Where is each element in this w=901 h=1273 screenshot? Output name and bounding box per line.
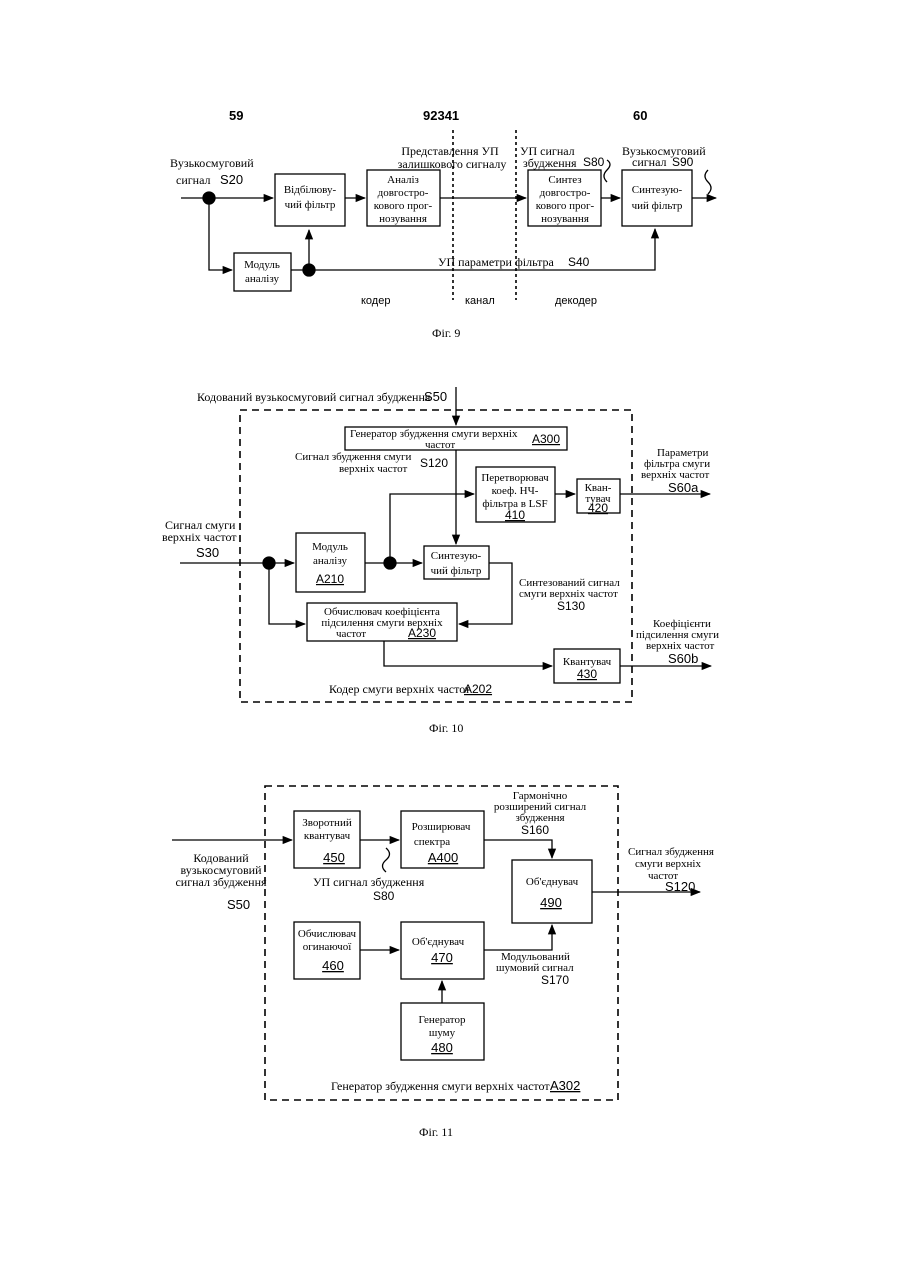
svg-text:Синтезую-чий фільтр: Синтезую-чий фільтр bbox=[632, 184, 683, 212]
svg-text:Модульаналізу: Модульаналізу bbox=[312, 541, 348, 567]
svg-text:декодер: декодер bbox=[555, 295, 597, 307]
svg-text:S160: S160 bbox=[521, 823, 549, 837]
svg-text:A302: A302 bbox=[550, 1078, 580, 1093]
svg-text:410: 410 bbox=[505, 508, 525, 522]
svg-text:A400: A400 bbox=[428, 850, 458, 865]
figure-10-labels: Кодований вузькосмуговий сигнал збудженн… bbox=[162, 389, 719, 735]
svg-text:Генератор збудження смуги верх: Генератор збудження смуги верхніхчастот bbox=[350, 428, 518, 451]
fig10-caption: Фіг. 10 bbox=[429, 721, 463, 735]
svg-text:S60b: S60b bbox=[668, 651, 698, 666]
svg-text:Об'єднувач: Об'єднувач bbox=[526, 876, 579, 888]
svg-text:УП параметри фільтра: УП параметри фільтра bbox=[438, 255, 554, 269]
svg-text:Модульаналізу: Модульаналізу bbox=[244, 259, 280, 285]
svg-text:S50: S50 bbox=[227, 897, 250, 912]
svg-text:Кодований вузькосмуговий сигна: Кодований вузькосмуговий сигнал збудженн… bbox=[197, 390, 431, 404]
svg-text:Перетворювачкоеф. НЧ-фільтра в: Перетворювачкоеф. НЧ-фільтра в LSF bbox=[481, 472, 549, 510]
svg-text:Параметрифільтра смугиверхніх: Параметрифільтра смугиверхніх частот bbox=[641, 447, 710, 481]
svg-text:S50: S50 bbox=[424, 389, 447, 404]
svg-text:Генераторшуму: Генераторшуму bbox=[419, 1014, 466, 1039]
input-to-analysis bbox=[209, 198, 232, 270]
svg-text:S120: S120 bbox=[420, 456, 448, 470]
svg-text:Кодованийвузькосмуговийсигнал: Кодованийвузькосмуговийсигнал збудження bbox=[175, 851, 267, 889]
svg-text:Розширювачспектра: Розширювачспектра bbox=[412, 821, 471, 848]
svg-text:УП сигналзбудження: УП сигналзбудження bbox=[520, 144, 577, 170]
junction-dot bbox=[384, 557, 396, 569]
svg-text:A300: A300 bbox=[532, 432, 560, 446]
svg-text:S80: S80 bbox=[373, 889, 395, 903]
svg-text:Відбілюву-чий фільтр: Відбілюву-чий фільтр bbox=[284, 184, 337, 211]
gain-to-quant bbox=[384, 641, 552, 666]
svg-text:A202: A202 bbox=[464, 682, 492, 696]
synthesis-filter-box bbox=[622, 170, 692, 226]
svg-text:Синтездовгостро-кового прог-но: Синтездовгостро-кового прог-нозування bbox=[536, 174, 595, 225]
svg-text:430: 430 bbox=[577, 667, 597, 681]
svg-text:Обчислювачогинаючої: Обчислювачогинаючої bbox=[298, 928, 357, 953]
svg-text:420: 420 bbox=[588, 501, 608, 515]
svg-text:Синтезований сигналсмуги верхн: Синтезований сигналсмуги верхніх частот bbox=[519, 577, 620, 600]
page-header: 59 92341 60 bbox=[229, 108, 647, 123]
fig11-caption: Фіг. 11 bbox=[419, 1125, 453, 1139]
svg-text:A230: A230 bbox=[408, 626, 436, 640]
svg-text:Коефіцієнтипідсилення смугивер: Коефіцієнтипідсилення смугиверхніх часто… bbox=[636, 618, 719, 652]
svg-text:S80: S80 bbox=[583, 155, 605, 169]
svg-text:S40: S40 bbox=[568, 255, 590, 269]
svg-text:Генератор збудження смуги верх: Генератор збудження смуги верхніх частот bbox=[331, 1079, 550, 1093]
svg-text:S60a: S60a bbox=[668, 480, 699, 495]
s160-line bbox=[484, 840, 552, 858]
s170-line bbox=[484, 925, 552, 950]
svg-text:Сигнал збудження смугиверхніх: Сигнал збудження смугиверхніх частот bbox=[295, 451, 412, 475]
fig9-caption: Фіг. 9 bbox=[432, 326, 460, 340]
svg-text:S170: S170 bbox=[541, 973, 569, 987]
svg-text:Гармонічнорозширений сигналзбу: Гармонічнорозширений сигналзбудження bbox=[494, 790, 587, 824]
svg-text:Сигнал смугиверхніх частот: Сигнал смугиверхніх частот bbox=[162, 518, 237, 544]
svg-text:Зворотнийквантувач: Зворотнийквантувач bbox=[302, 817, 352, 842]
svg-text:Синтезую-чий фільтр: Синтезую-чий фільтр bbox=[431, 550, 482, 577]
squiggle-s80 bbox=[604, 160, 610, 182]
svg-text:кодер: кодер bbox=[361, 295, 390, 307]
svg-text:УП сигнал збудження: УП сигнал збудження bbox=[313, 875, 425, 889]
page-number-left: 59 bbox=[229, 108, 243, 123]
svg-text:480: 480 bbox=[431, 1040, 453, 1055]
svg-text:S120: S120 bbox=[665, 879, 695, 894]
svg-text:S30: S30 bbox=[196, 545, 219, 560]
combiner-490-box bbox=[512, 860, 592, 923]
figure-9-labels: Вузькосмуговийсигнал S20 Відбілюву-чий ф… bbox=[170, 144, 706, 340]
patent-number: 92341 bbox=[423, 108, 459, 123]
svg-text:A210: A210 bbox=[316, 572, 344, 586]
junction-dot bbox=[263, 557, 275, 569]
s30-to-gain bbox=[269, 563, 305, 624]
page-number-right: 60 bbox=[633, 108, 647, 123]
squiggle-s90 bbox=[705, 170, 711, 194]
svg-text:450: 450 bbox=[323, 850, 345, 865]
svg-text:S20: S20 bbox=[220, 172, 243, 187]
svg-text:Кодер смуги верхніх частот: Кодер смуги верхніх частот bbox=[329, 682, 471, 696]
svg-text:S130: S130 bbox=[557, 599, 585, 613]
svg-text:Сигнал збудженнясмуги верхніхч: Сигнал збудженнясмуги верхніхчастот bbox=[628, 846, 714, 882]
svg-text:460: 460 bbox=[322, 958, 344, 973]
figure-11-labels: Зворотнийквантувач 450 Розширювачспектра… bbox=[175, 790, 714, 1139]
squiggle-s80 bbox=[383, 848, 390, 872]
svg-text:канал: канал bbox=[465, 295, 495, 307]
svg-text:Представлення УПзалишкового си: Представлення УПзалишкового сигналу bbox=[398, 144, 507, 171]
svg-text:S90: S90 bbox=[672, 155, 694, 169]
svg-text:Аналіздовгостро-кового прог-но: Аналіздовгостро-кового прог-нозування bbox=[374, 174, 433, 225]
svg-text:470: 470 bbox=[431, 950, 453, 965]
svg-text:490: 490 bbox=[540, 895, 562, 910]
svg-text:Об'єднувач: Об'єднувач bbox=[412, 936, 465, 948]
junction-dot bbox=[203, 192, 215, 204]
svg-text:Модульованийшумовий сигнал: Модульованийшумовий сигнал bbox=[496, 951, 574, 974]
svg-text:Вузькосмуговийсигнал: Вузькосмуговийсигнал bbox=[622, 144, 706, 169]
junction-dot bbox=[303, 264, 315, 276]
